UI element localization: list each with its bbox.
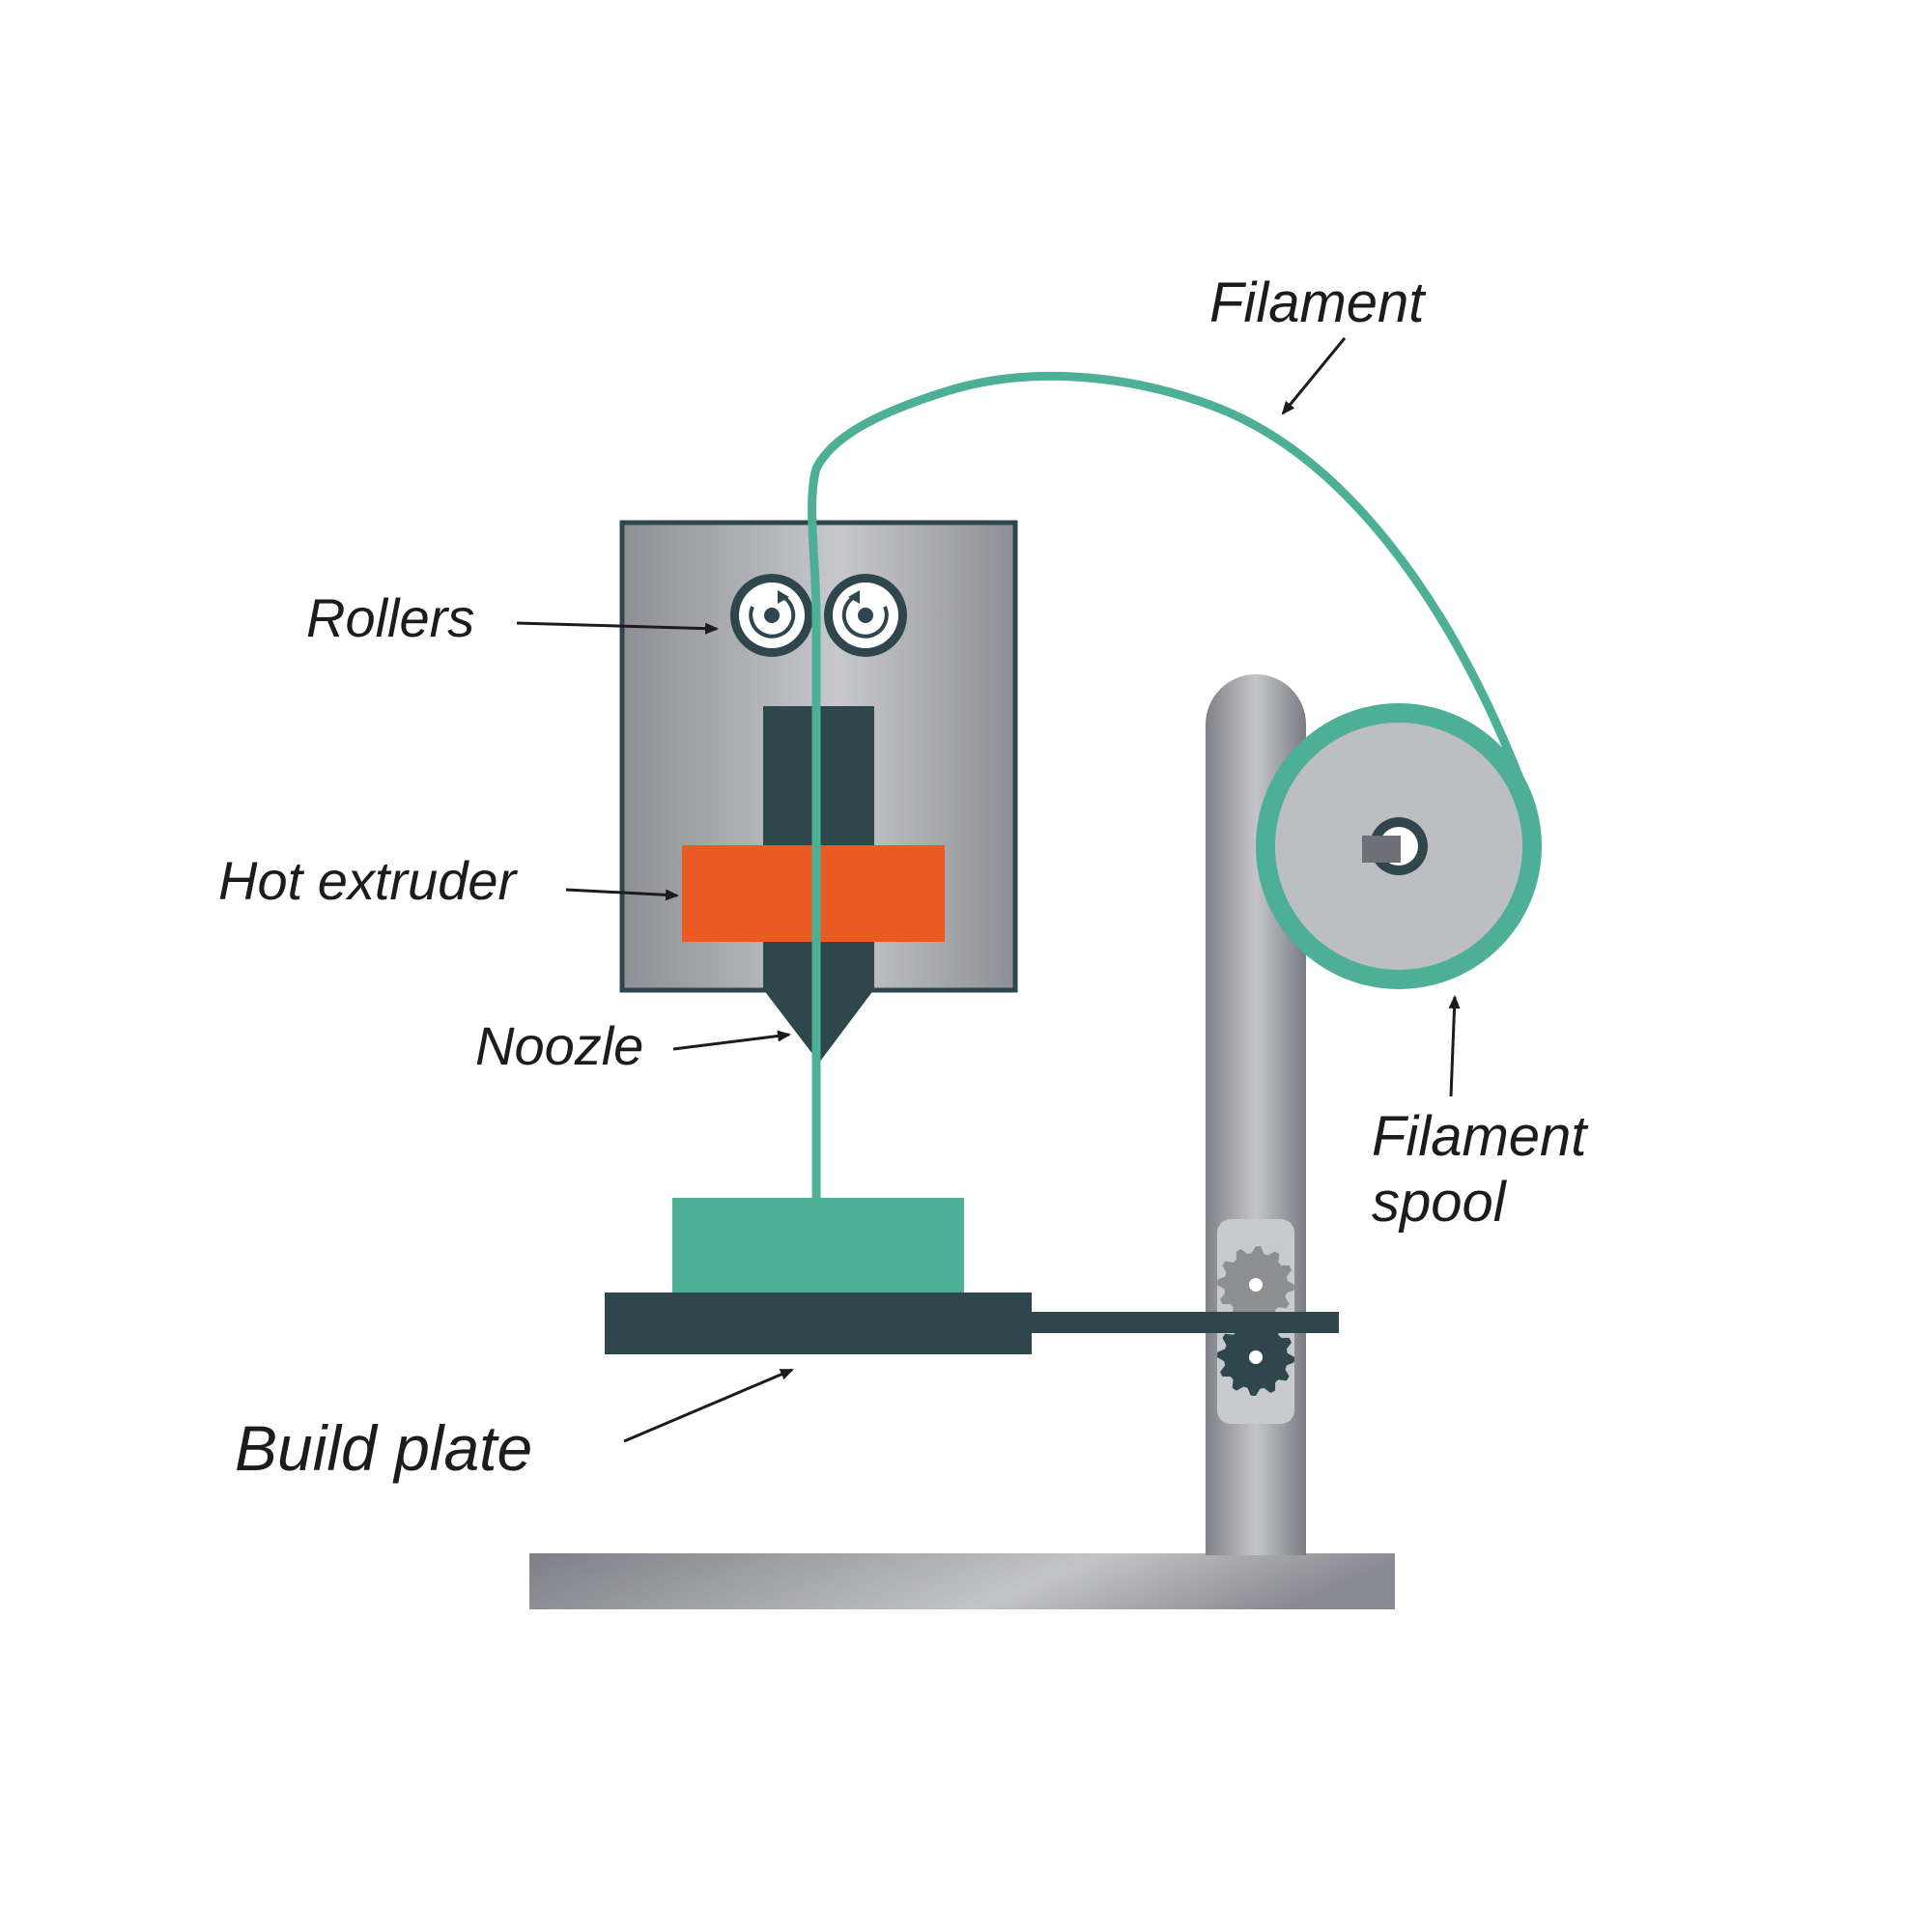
roller-right: [824, 574, 907, 657]
filament-spool-label-line1: Filament: [1372, 1105, 1587, 1168]
filament-spool: [1256, 703, 1542, 989]
noozle-arrow: [672, 1030, 791, 1051]
gear-icon: [1217, 1246, 1294, 1323]
printer-base: [529, 1553, 1395, 1609]
build-plate-label: Build plate: [235, 1412, 533, 1484]
hot-extruder-arrow: [565, 888, 679, 901]
build-plate-arrow: [623, 1368, 794, 1443]
hot-extruder-label: Hot extruder: [218, 850, 517, 911]
rollers-label: Rollers: [306, 587, 475, 648]
noozle-label: Noozle: [475, 1015, 644, 1076]
filament-arrow: [1281, 337, 1347, 415]
build-plate: [605, 1293, 1032, 1354]
filament-spool-arrow: [1448, 995, 1461, 1097]
filament-label: Filament: [1209, 271, 1425, 334]
rollers-arrow: [516, 621, 719, 635]
roller-left: [730, 574, 813, 657]
build-plate-arm: [1028, 1312, 1339, 1333]
filament-strand: [808, 371, 1525, 1203]
filament-spool-label-line2: spool: [1372, 1171, 1506, 1234]
gear-icon: [1217, 1319, 1294, 1396]
filament-spool-label: Filament spool: [1372, 1104, 1586, 1236]
printed-object: [672, 1198, 964, 1293]
